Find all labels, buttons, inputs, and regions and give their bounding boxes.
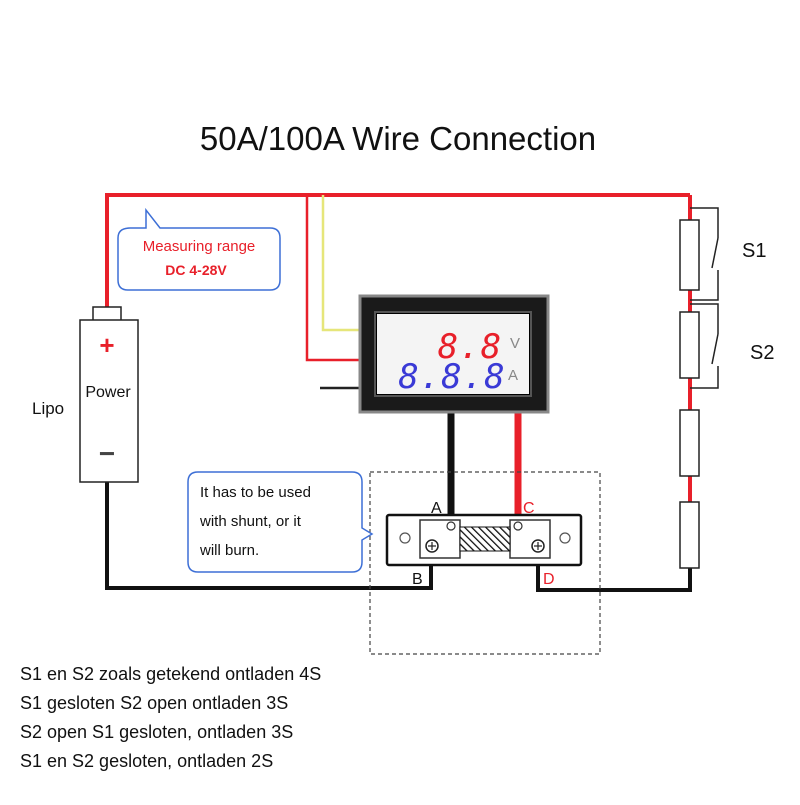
volt-reading: 8.8 xyxy=(438,327,502,367)
black-wire-battery-negative xyxy=(105,480,433,590)
amp-reading: 8.8.8 xyxy=(398,357,505,397)
switch-s2 xyxy=(690,303,719,389)
shunt-warning-line1: It has to be used xyxy=(200,484,311,501)
battery-label: Power xyxy=(85,384,131,401)
shunt-warning-line2: with shunt, or it xyxy=(199,513,302,530)
shunt xyxy=(385,513,583,567)
measuring-range-value: DC 4-28V xyxy=(165,262,227,278)
volt-unit: V xyxy=(510,335,520,352)
yellow-wire-meter-sense xyxy=(321,195,365,332)
battery-minus-sign: − xyxy=(99,438,115,469)
switch-s1 xyxy=(690,207,719,301)
terminal-b-label: B xyxy=(412,571,423,588)
black-wire-load-return xyxy=(536,548,692,592)
red-wire-top xyxy=(105,193,690,312)
terminal-a-label: A xyxy=(431,500,442,517)
terminal-d-label: D xyxy=(543,571,555,588)
note-line: S1 en S2 gesloten, ontladen 2S xyxy=(20,751,274,771)
battery-name: Lipo xyxy=(32,399,64,418)
switch-s1-label: S1 xyxy=(742,240,766,262)
note-line: S1 gesloten S2 open ontladen 3S xyxy=(20,693,289,713)
resistor-3 xyxy=(679,409,700,477)
amp-unit: A xyxy=(508,367,518,384)
shunt-warning-line3: will burn. xyxy=(199,542,259,559)
diagram-title: 50A/100A Wire Connection xyxy=(200,120,596,157)
red-wire-meter-supply xyxy=(305,195,365,362)
note-line: S1 en S2 zoals getekend ontladen 4S xyxy=(20,664,322,684)
volt-amp-meter: 8.8 V 8.8.8 A xyxy=(358,294,550,414)
notes-list: S1 en S2 zoals getekend ontladen 4S S1 g… xyxy=(20,660,321,776)
resistor-1 xyxy=(679,219,700,291)
terminal-c-label: C xyxy=(523,500,535,517)
battery-plus-sign: + xyxy=(99,330,114,360)
battery-body xyxy=(79,319,139,483)
measuring-range-callout: Measuring range DC 4-28V xyxy=(117,207,281,291)
shunt-warning-callout: It has to be used with shunt, or it will… xyxy=(187,471,374,573)
shunt-dashed-outline xyxy=(369,471,601,655)
switch-s2-label: S2 xyxy=(750,342,774,364)
resistor-4 xyxy=(679,501,700,569)
measuring-range-title: Measuring range xyxy=(143,238,256,255)
resistor-2 xyxy=(679,311,700,379)
note-line: S2 open S1 gesloten, ontladen 3S xyxy=(20,722,294,742)
battery-terminal xyxy=(92,306,122,322)
